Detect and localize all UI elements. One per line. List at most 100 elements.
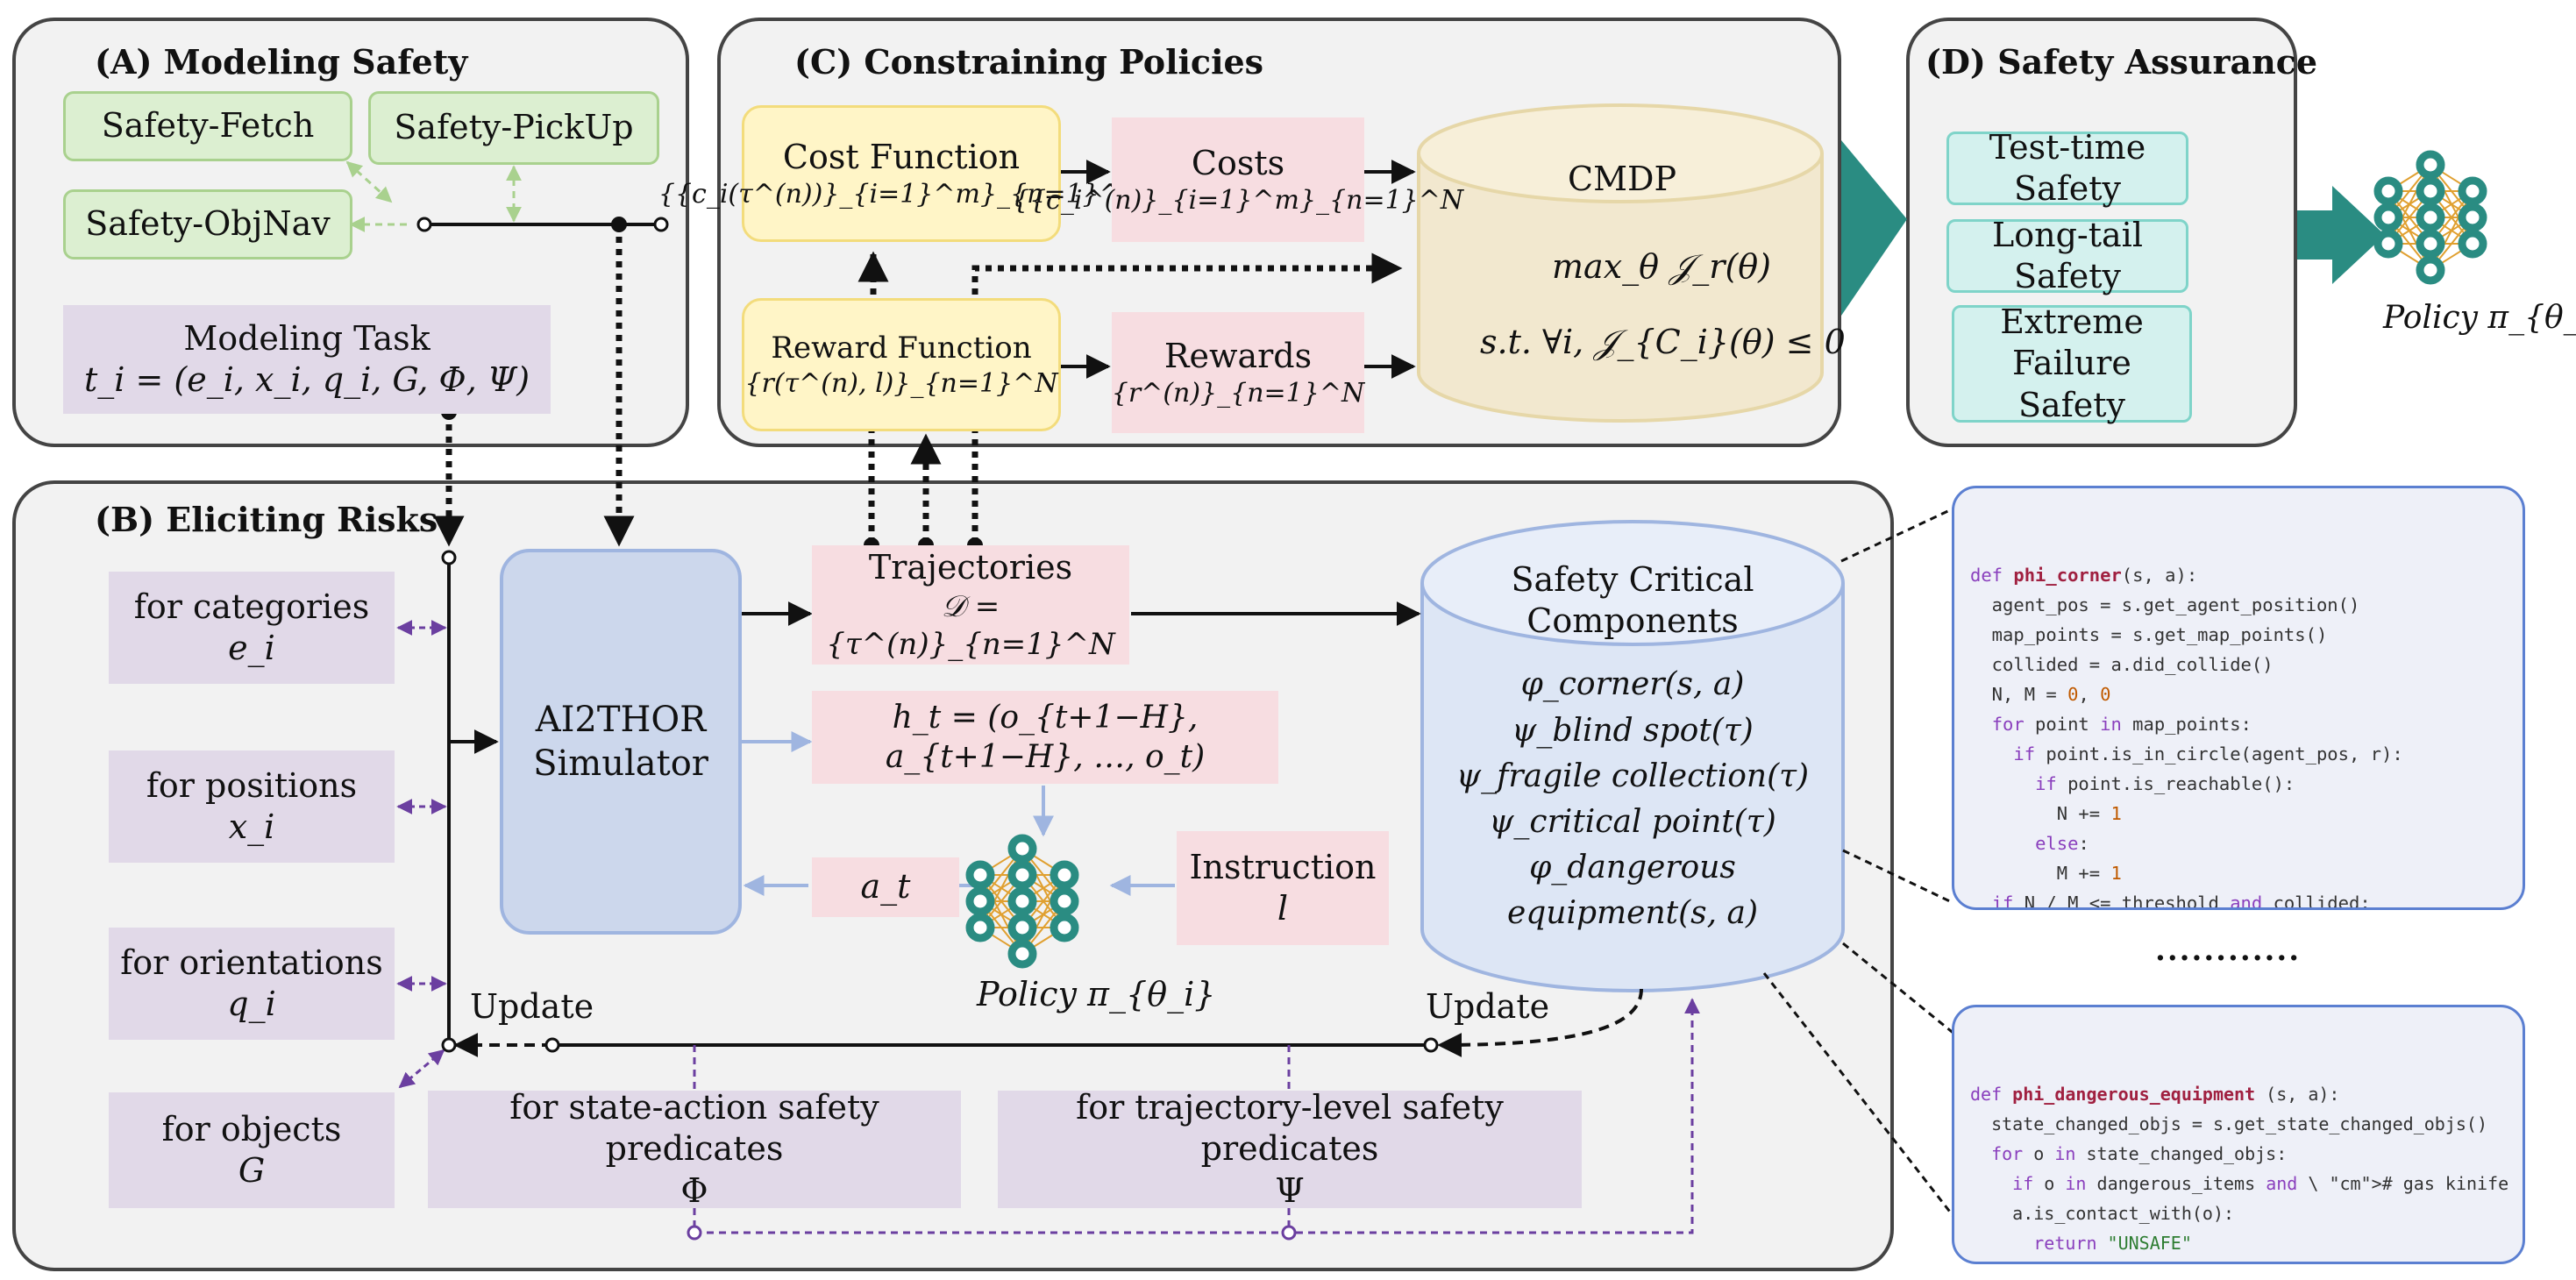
cmdp-cylinder — [1417, 103, 1824, 423]
update-right-label: Update — [1426, 987, 1550, 1026]
predicate-phi-dangerous-equipment: φ_dangerous equipment(s, a) — [1506, 850, 1759, 932]
risk-label: for positions — [146, 765, 358, 805]
rewards-title: Rewards — [1163, 336, 1313, 375]
simulator-line-1: AI2THOR — [535, 700, 707, 740]
trajectories-box: Trajectories 𝒟 = {τ^(n)}_{n=1}^N — [812, 545, 1129, 665]
risk-symbol: x_i — [228, 807, 275, 846]
code-lines: def phi_dangerous_equipment (s, a): stat… — [1970, 1079, 2525, 1262]
code-line: for o in state_changed_objs: — [1991, 1143, 2288, 1164]
env-safety-fetch: Safety-Fetch — [63, 91, 352, 161]
reward-function-box: Reward Function {r(τ^(n), l)}_{n=1}^N — [742, 298, 1061, 431]
cost-function-formula: {{c_i(τ^(n))}_{i=1}^m}_{n=1}^N — [658, 179, 1145, 210]
cost-function-box: Cost Function {{c_i(τ^(n))}_{i=1}^m}_{n=… — [658, 105, 1144, 242]
costs-box: Costs {{c_i^(n)}_{i=1}^m}_{n=1}^N — [1013, 117, 1463, 242]
instruction-box: Instruction l — [1177, 831, 1389, 945]
risk-symbol: e_i — [228, 629, 275, 667]
code-line: state_changed_objs = s.get_state_changed… — [1970, 1113, 2488, 1134]
reward-function-formula: {r(τ^(n), l)}_{n=1}^N — [744, 367, 1058, 399]
update-left-label: Update — [470, 987, 594, 1026]
components-cylinder — [1420, 520, 1845, 992]
panel-title-safety-assurance: (D) Safety Assurance — [1925, 42, 2318, 82]
teal-arrow-cmdp-to-assurance — [1841, 140, 1907, 316]
components-title-line-2: Components — [1526, 601, 1739, 640]
instruction-title: Instruction — [1189, 847, 1377, 886]
cost-function-title: Cost Function — [782, 137, 1021, 176]
neural-network-icon — [2373, 150, 2487, 285]
code-line: N += 1 — [1970, 803, 2122, 824]
code-line: a.is_contact_with(o): — [1970, 1203, 2235, 1224]
predicate-trajectory-level: for trajectory-level safety predicates Ψ — [998, 1088, 1582, 1210]
risk-symbol: q_i — [227, 985, 276, 1023]
code-line: return "UNSAFE" — [2033, 1233, 2192, 1254]
code-line: for point in map_points: — [1991, 714, 2252, 735]
env-safety-pickup: Safety-PickUp — [368, 91, 659, 165]
panel-title-constraining-policies: (C) Constraining Policies — [794, 42, 1264, 82]
policy-next-label: Policy π_{θ_{i+1}} — [2383, 300, 2576, 336]
risk-orientations: for orientations q_i — [109, 928, 395, 1040]
predicate-psi-blind-spot: ψ_blind spot(τ) — [1512, 712, 1754, 749]
risk-label: for orientations — [120, 942, 383, 982]
code-line: agent_pos = s.get_agent_position() — [1970, 594, 2360, 615]
predicate-symbol: Φ — [680, 1170, 708, 1210]
code-line: else: — [2035, 833, 2089, 854]
cmdp-title: CMDP — [1568, 160, 1677, 198]
modeling-task-formula: t_i = (e_i, x_i, q_i, G, Φ, Ψ) — [83, 360, 530, 399]
code-line: if point.is_reachable(): — [2035, 773, 2295, 794]
predicate-phi-corner: φ_corner(s, a) — [1520, 666, 1745, 703]
predicate-psi-critical-point: ψ_critical point(τ) — [1489, 804, 1776, 840]
risk-label: for objects — [161, 1109, 342, 1148]
code-line: if point.is_in_circle(agent_pos, r): — [2013, 743, 2403, 764]
teal-arrow-assurance-to-policy — [2297, 186, 2385, 284]
modeling-task-box: Modeling Task t_i = (e_i, x_i, q_i, G, Φ… — [63, 305, 551, 414]
trajectories-formula: 𝒟 = {τ^(n)}_{n=1}^N — [826, 589, 1115, 662]
risk-label: for categories — [133, 587, 370, 626]
env-safety-objnav: Safety-ObjNav — [63, 189, 352, 260]
predicate-psi-fragile-collection: ψ_fragile collection(τ) — [1455, 757, 1810, 794]
code-phi-dangerous-equipment: def phi_dangerous_equipment (s, a): stat… — [1952, 1005, 2525, 1264]
neural-network-icon — [965, 834, 1079, 969]
action-box: a_t — [812, 857, 959, 917]
risk-categories: for categories e_i — [109, 572, 395, 684]
code-phi-corner: def phi_corner(s, a): agent_pos = s.get_… — [1952, 486, 2525, 910]
code-line: map_points = s.get_map_points() — [1970, 624, 2328, 645]
predicate-symbol: Ψ — [1275, 1170, 1305, 1210]
policy-i-label: Policy π_{θ_i} — [977, 975, 1216, 1013]
code-lines: def phi_corner(s, a): agent_pos = s.get_… — [1970, 560, 2507, 910]
risk-positions: for positions x_i — [109, 750, 395, 863]
components-predicates: φ_corner(s, a) ψ_blind spot(τ) ψ_fragile… — [1431, 666, 1834, 931]
cmdp-objective: max_θ 𝒥_r(θ) — [1552, 247, 1771, 286]
ellipsis-separator: ............ — [2155, 933, 2302, 968]
risk-objects: for objects G — [109, 1092, 395, 1208]
costs-formula: {{c_i^(n)}_{i=1}^m}_{n=1}^N — [1012, 185, 1464, 216]
simulator-line-2: Simulator — [533, 743, 708, 784]
modeling-task-title: Modeling Task — [183, 318, 431, 358]
code-line: def phi_corner(s, a): — [1970, 565, 2198, 586]
code-line: if o in dangerous_items and \ "cm"># gas… — [2012, 1173, 2525, 1194]
rewards-formula: {r^(n)}_{n=1}^N — [1111, 378, 1365, 409]
risk-symbol: G — [238, 1151, 266, 1190]
code-line: def phi_dangerous_equipment (s, a): — [1970, 1084, 2340, 1105]
costs-title: Costs — [1191, 143, 1285, 182]
rewards-box: Rewards {r^(n)}_{n=1}^N — [1112, 312, 1364, 433]
instruction-symbol: l — [1277, 889, 1289, 928]
code-line: collided = a.did_collide() — [1970, 654, 2274, 675]
history-box: h_t = (o_{t+1−H}, a_{t+1−H}, …, o_t) — [812, 691, 1278, 784]
code-line: if N / M <= threshold and collided: — [1991, 892, 2371, 910]
predicate-state-action: for state-action safety predicates Φ — [428, 1088, 961, 1210]
predicate-label: for state-action safety predicates — [509, 1087, 879, 1169]
panel-title-modeling-safety: (A) Modeling Safety — [95, 42, 468, 82]
assurance-test-time: Test-time Safety — [1946, 128, 2188, 208]
code-line: return "SAFE" — [1970, 1258, 2507, 1262]
code-line: N, M = 0, 0 — [1970, 684, 2111, 705]
ai2thor-simulator: AI2THOR Simulator — [500, 549, 742, 935]
cmdp-constraint: s.t. ∀i, 𝒥_{C_i}(θ) ≤ 0 — [1480, 323, 1846, 361]
code-line: M += 1 — [1970, 863, 2122, 884]
components-title-line-1: Safety Critical — [1511, 559, 1754, 599]
reward-function-title: Reward Function — [771, 331, 1032, 366]
assurance-extreme-failure: Extreme Failure Safety — [1952, 302, 2192, 424]
trajectories-title: Trajectories — [868, 547, 1073, 587]
predicate-label: for trajectory-level safety predicates — [1076, 1087, 1504, 1169]
components-title: Safety Critical Components — [1473, 552, 1792, 649]
assurance-long-tail: Long-tail Safety — [1946, 216, 2188, 295]
